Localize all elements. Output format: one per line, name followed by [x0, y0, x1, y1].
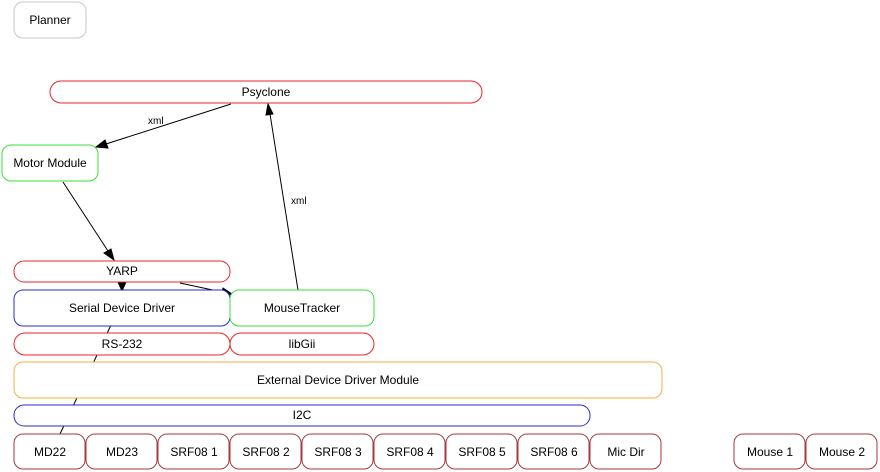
node-i2c: I2C: [13, 404, 591, 427]
node-mouse-1: Mouse 1: [733, 433, 806, 470]
node-md23-label: MD23: [106, 445, 138, 459]
edge-mousetracker-to-psyclone: xml: [265, 102, 307, 291]
edge-mousetracker-psyclone-label: xml: [291, 196, 307, 207]
node-yarp: YARP: [13, 260, 231, 283]
node-yarp-label: YARP: [106, 264, 138, 278]
node-md23: MD23: [85, 433, 158, 470]
node-md22-label: MD22: [34, 445, 66, 459]
node-mousetracker-box: [229, 289, 375, 327]
node-md22-box: [13, 433, 86, 470]
node-mic-dir: Mic Dir: [589, 433, 662, 470]
edge-mousetracker-psyclone-line: [269, 113, 299, 291]
node-mouse-1-box: [733, 433, 806, 470]
edge-motor-yarp-arrowhead: [103, 248, 115, 262]
node-external-device-driver-module-label: External Device Driver Module: [257, 373, 419, 387]
node-srf08-6: SRF08 6: [517, 433, 590, 470]
node-planner-label: Planner: [29, 13, 70, 27]
node-motor-module-label: Motor Module: [13, 156, 87, 170]
node-psyclone: Psyclone: [49, 80, 483, 104]
node-srf08-4: SRF08 4: [373, 433, 446, 470]
node-motor-module-box: [1, 144, 99, 182]
node-md23-box: [85, 433, 158, 470]
node-mouse-2-label: Mouse 2: [819, 445, 865, 459]
node-srf08-2-label: SRF08 2: [242, 445, 290, 459]
node-srf08-1: SRF08 1: [157, 433, 230, 470]
edge-psyclone-motor-line: [105, 103, 232, 145]
node-md22: MD22: [13, 433, 86, 470]
node-srf08-5: SRF08 5: [445, 433, 518, 470]
node-planner-box: [13, 1, 87, 39]
edge-motor-yarp-line: [62, 181, 109, 252]
node-srf08-3: SRF08 3: [301, 433, 374, 470]
node-mousetracker-label: MouseTracker: [264, 301, 340, 315]
node-external-device-driver-module-box: [13, 361, 663, 399]
node-mousetracker: MouseTracker: [229, 289, 375, 327]
node-mic-dir-label: Mic Dir: [607, 445, 644, 459]
node-libgii-label: libGii: [289, 337, 316, 351]
node-srf08-1-label: SRF08 1: [170, 445, 218, 459]
node-i2c-label: I2C: [293, 408, 312, 422]
node-srf08-5-box: [445, 433, 518, 470]
node-srf08-1-box: [157, 433, 230, 470]
node-srf08-3-label: SRF08 3: [314, 445, 362, 459]
node-mouse-2: Mouse 2: [805, 433, 878, 470]
node-mouse-2-box: [805, 433, 878, 470]
node-srf08-2: SRF08 2: [229, 433, 302, 470]
node-rs232: RS-232: [13, 332, 231, 356]
node-external-device-driver-module: External Device Driver Module: [13, 361, 663, 399]
node-yarp-box: [13, 260, 231, 283]
node-srf08-6-box: [517, 433, 590, 470]
node-motor-module: Motor Module: [1, 144, 99, 182]
node-srf08-3-box: [301, 433, 374, 470]
edge-psyclone-to-motor-module: xml: [94, 103, 232, 149]
node-i2c-box: [13, 404, 591, 427]
node-psyclone-box: [49, 80, 483, 104]
node-libgii: libGii: [229, 332, 375, 356]
node-srf08-6-label: SRF08 6: [530, 445, 578, 459]
node-srf08-4-box: [373, 433, 446, 470]
node-mic-dir-box: [589, 433, 662, 470]
node-serial-device-driver: Serial Device Driver: [13, 289, 231, 327]
node-libgii-box: [229, 332, 375, 356]
edge-psyclone-motor-label: xml: [148, 116, 164, 127]
node-srf08-4-label: SRF08 4: [386, 445, 434, 459]
node-rs232-label: RS-232: [102, 337, 143, 351]
node-srf08-2-box: [229, 433, 302, 470]
node-mouse-1-label: Mouse 1: [747, 445, 793, 459]
node-srf08-5-label: SRF08 5: [458, 445, 506, 459]
edge-psyclone-motor-arrowhead: [94, 139, 109, 149]
node-planner: Planner: [13, 1, 87, 39]
edge-motor-module-to-yarp: [62, 181, 115, 262]
node-psyclone-label: Psyclone: [242, 85, 291, 99]
node-serial-device-driver-label: Serial Device Driver: [69, 301, 175, 315]
edge-mousetracker-psyclone-arrowhead: [265, 102, 274, 116]
